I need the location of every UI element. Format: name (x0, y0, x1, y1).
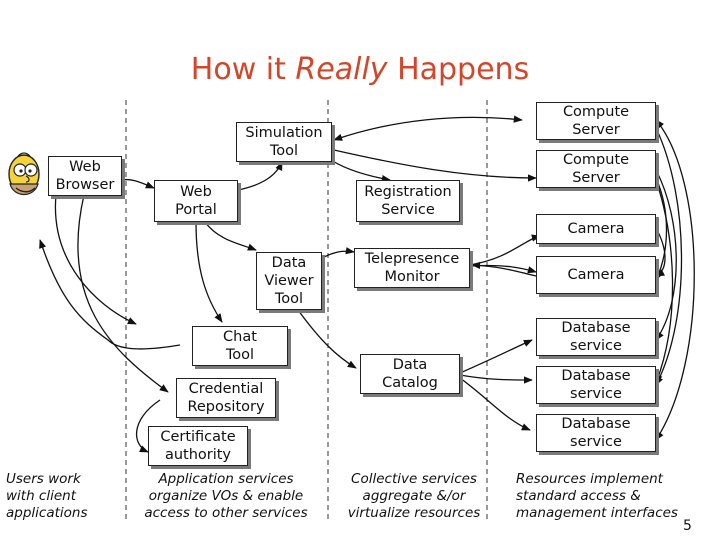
camera-2-box: Camera (536, 256, 656, 294)
cartoon-user-icon (8, 152, 40, 196)
simulation-tool-box: Simulation Tool (236, 122, 332, 162)
web-browser-box: Web Browser (48, 156, 122, 196)
arrows (39, 115, 695, 453)
data-catalog-box: Data Catalog (360, 354, 460, 394)
data-viewer-tool-box: Data Viewer Tool (256, 252, 322, 310)
page-number: 5 (683, 518, 692, 534)
database-service-1-box: Database service (536, 318, 656, 356)
column-dividers (125, 100, 488, 522)
database-service-3-box: Database service (536, 414, 656, 452)
certificate-authority-box: Certificate authority (148, 426, 248, 466)
compute-server-1-box: Compute Server (536, 102, 656, 140)
web-portal-box: Web Portal (154, 180, 238, 222)
users-caption: Users work with client applications (6, 471, 88, 521)
slide-title: How it Really Happens (190, 52, 530, 87)
resources-caption: Resources implement standard access & ma… (516, 471, 678, 521)
compute-server-2-box: Compute Server (536, 150, 656, 188)
camera-1-box: Camera (536, 214, 656, 244)
collective-caption: Collective services aggregate &/or virtu… (347, 471, 481, 521)
credential-repository-box: Credential Repository (176, 378, 276, 418)
telepresence-monitor-box: Telepresence Monitor (354, 248, 470, 288)
application-caption: Application services organize VOs & enab… (144, 471, 308, 521)
registration-service-box: Registration Service (356, 180, 460, 222)
database-service-2-box: Database service (536, 366, 656, 404)
chat-tool-box: Chat Tool (192, 326, 288, 366)
